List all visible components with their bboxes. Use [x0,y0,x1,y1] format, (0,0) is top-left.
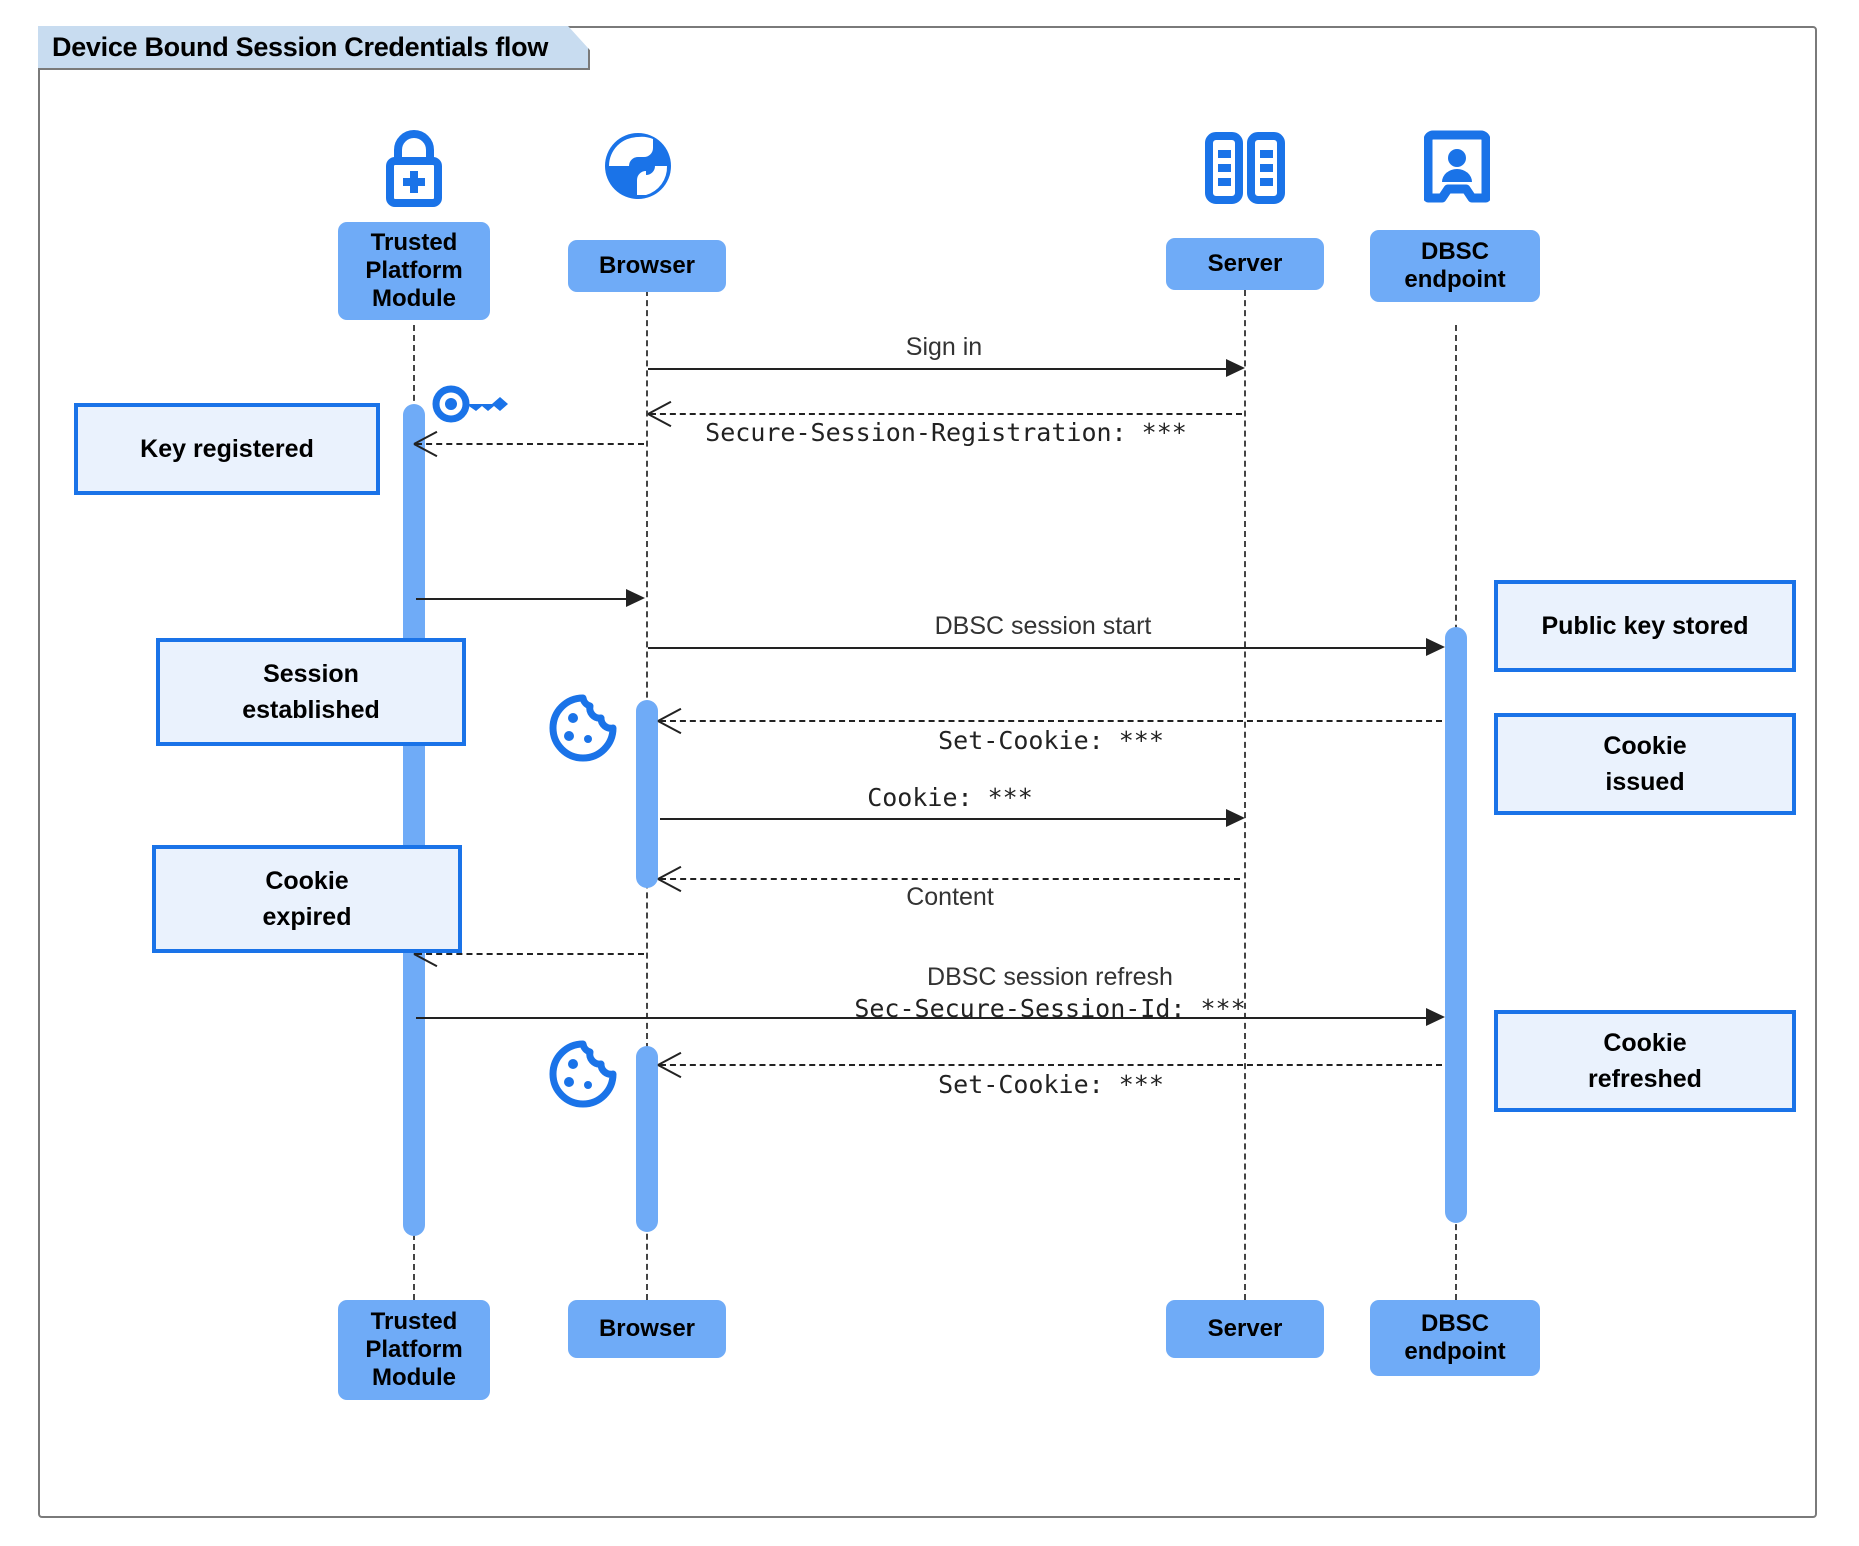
key-icon [430,380,508,433]
note-session-established: Session established [156,638,466,746]
footer-participant-dbsc[interactable]: DBSC endpoint [1370,1300,1540,1376]
message-label-dbsc-session-start: DBSC session start [934,612,1152,640]
arrow-head-dbsc-session-start [1426,638,1445,656]
message-label-cookie-request: Cookie: *** [867,783,1033,812]
participant-browser[interactable]: Browser [568,240,726,292]
activation-bar-browser-2 [636,1046,658,1232]
footer-participant-browser[interactable]: Browser [568,1300,726,1358]
note-public-key-stored: Public key stored [1494,580,1796,672]
participant-dbsc[interactable]: DBSC endpoint [1370,230,1540,302]
id-badge-icon [1423,130,1491,213]
arrow-head-cookie-request [1226,809,1245,827]
message-line-tpm-to-browser-key [416,598,628,600]
cookie-icon [547,692,619,769]
activation-bar-dbsc [1445,627,1467,1223]
message-line-secure-session-registration [650,413,1242,415]
server-rack-icon [1203,132,1287,209]
note-cookie-expired: Cookie expired [152,845,462,953]
arrow-head-dbsc-session-refresh [1426,1008,1445,1026]
globe-icon [600,128,676,209]
note-key-registered: Key registered [74,403,380,495]
note-cookie-issued: Cookie issued [1494,713,1796,815]
activation-bar-tpm [403,404,425,1236]
message-label-dbsc-session-refresh: DBSC session refresh [927,963,1173,991]
arrow-head-browser-to-tpm-register [414,430,440,456]
footer-participant-server[interactable]: Server [1166,1300,1324,1358]
footer-participant-tpm[interactable]: Trusted Platform Module [338,1300,490,1400]
message-label-secure-session-registration: Secure-Session-Registration: *** [705,418,1187,447]
message-line-cookie-request [660,818,1240,820]
message-line-set-cookie-2 [660,1064,1442,1066]
message-line-dbsc-session-refresh [416,1017,1438,1019]
padlock-plus-icon [375,128,453,213]
note-cookie-refreshed: Cookie refreshed [1494,1010,1796,1112]
arrow-head-sign-in [1226,359,1245,377]
message-label-set-cookie-2: Set-Cookie: *** [938,1070,1164,1099]
message-line-content [660,878,1240,880]
participant-server[interactable]: Server [1166,238,1324,290]
activation-bar-browser-1 [636,700,658,888]
message-label-sign-in: Sign in [905,333,983,361]
message-line-sign-in [648,368,1240,370]
message-line-browser-to-tpm-register [416,443,644,445]
participant-tpm[interactable]: Trusted Platform Module [338,222,490,320]
arrow-head-tpm-to-browser-key [626,589,645,607]
message-line-browser-to-tpm-refresh [416,953,644,955]
message-label-sec-secure-session-id: Sec-Secure-Session-Id: *** [854,994,1246,1023]
message-label-set-cookie-1: Set-Cookie: *** [938,726,1164,755]
cookie-icon [547,1038,619,1115]
diagram-title: Device Bound Session Credentials flow [38,26,590,70]
message-line-dbsc-session-start [648,647,1438,649]
message-label-content: Content [906,883,994,911]
message-line-set-cookie-1 [660,720,1442,722]
lifeline-server [1244,280,1246,1300]
